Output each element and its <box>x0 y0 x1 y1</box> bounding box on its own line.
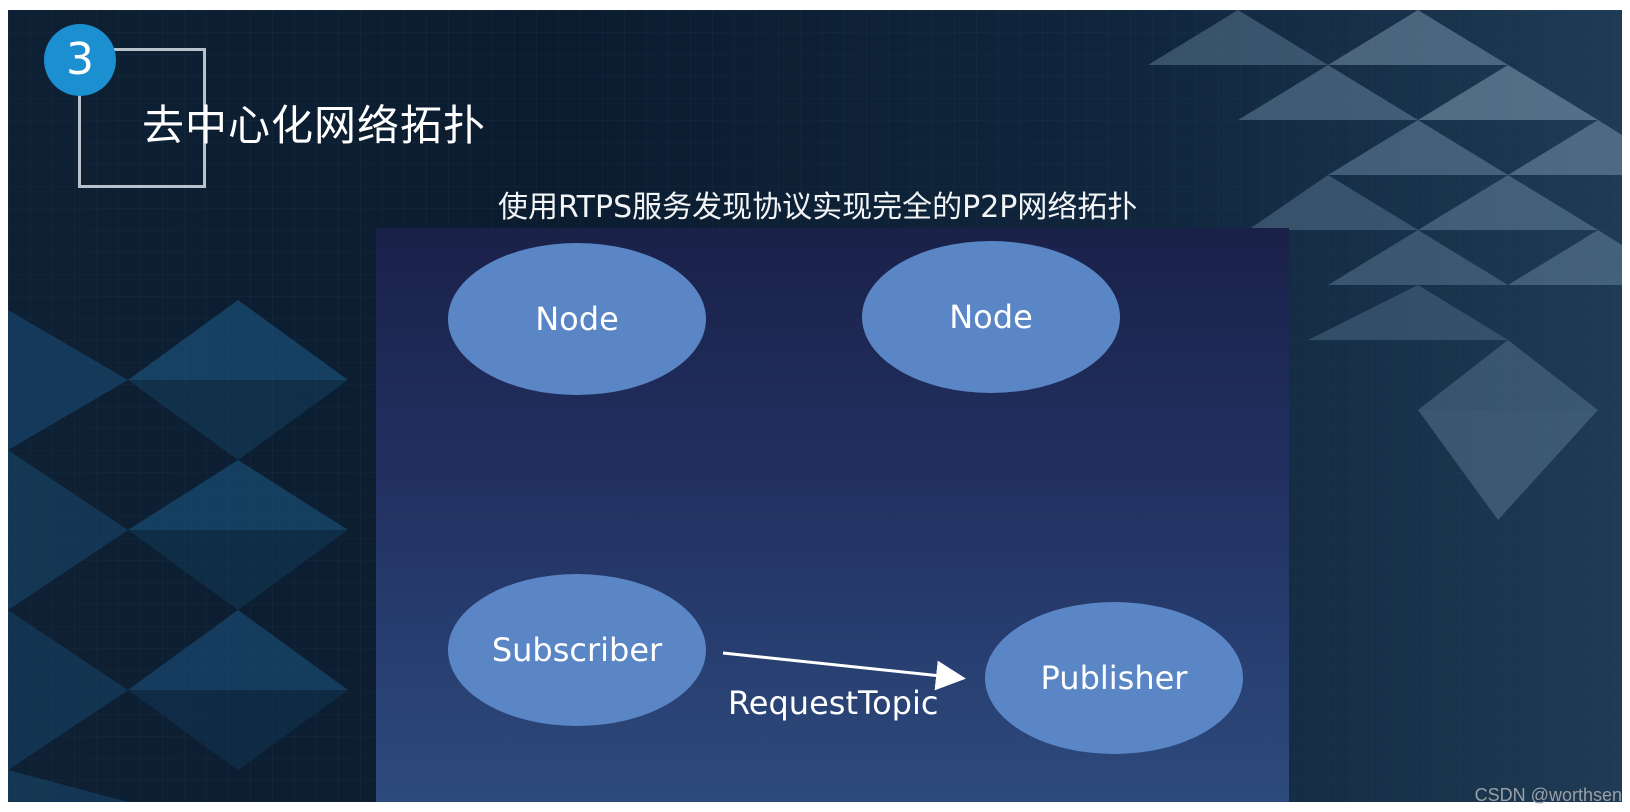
edge-label-request-topic: RequestTopic <box>728 684 939 722</box>
subscriber-node: Subscriber <box>448 574 706 726</box>
diagram-node-1: Node <box>448 243 706 395</box>
slide-title: 去中心化网络拓扑 <box>142 101 487 150</box>
title-bracket <box>78 48 206 188</box>
slide-subtitle: 使用RTPS服务发现协议实现完全的P2P网络拓扑 <box>498 190 1138 225</box>
publisher-node: Publisher <box>985 602 1243 754</box>
diagram-node-2: Node <box>862 241 1120 393</box>
slide: 3 去中心化网络拓扑 使用RTPS服务发现协议实现完全的P2P网络拓扑 Node… <box>8 10 1622 802</box>
watermark: CSDN @worthsen <box>1474 785 1622 805</box>
section-number-badge: 3 <box>44 24 116 96</box>
